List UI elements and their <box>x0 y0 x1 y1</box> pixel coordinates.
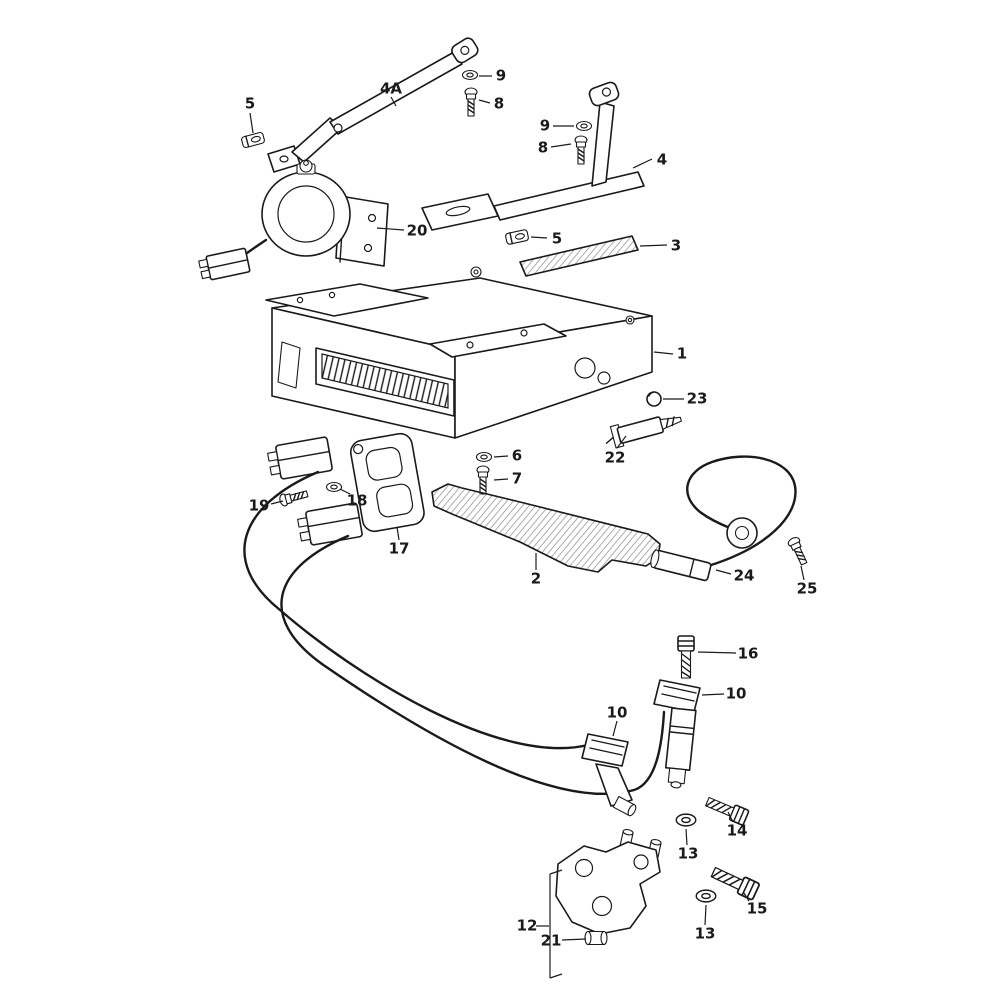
callout-leader-13 <box>685 828 688 846</box>
callout-leader-14 <box>727 811 734 823</box>
part-callout-1: 1 <box>677 345 687 363</box>
part-bar-2 <box>431 483 661 573</box>
part-actuator-20 <box>198 159 389 281</box>
ecu-top-stud <box>470 266 482 278</box>
part-washer-18 <box>325 481 343 493</box>
callout-leader-5 <box>249 112 254 134</box>
part-washer-13b <box>695 889 717 903</box>
part-plug-23 <box>646 391 662 407</box>
part-sensor-22 <box>605 416 682 449</box>
callout-leader-13 <box>704 904 707 926</box>
part-callout-20: 20 <box>407 222 428 240</box>
part-bushing-21 <box>584 930 608 946</box>
part-gasket-17 <box>349 432 425 533</box>
part-screw-7 <box>476 465 490 495</box>
harness-cable-b <box>280 534 666 796</box>
part-washer-9b <box>575 120 593 132</box>
part-connector-block-a <box>265 435 334 482</box>
callout-leader-8 <box>478 99 491 104</box>
callout-leader-3 <box>639 244 668 247</box>
part-callout-7: 7 <box>512 470 522 488</box>
part-callout-9: 9 <box>540 117 550 135</box>
callout-leader-5 <box>530 236 548 239</box>
callout-leader-17 <box>396 526 400 541</box>
ecu-port-small <box>597 371 611 385</box>
part-callout-14: 14 <box>727 822 748 840</box>
part-callout-15: 15 <box>747 900 768 918</box>
part-callout-22: 22 <box>605 449 626 467</box>
callout-leader-8 <box>550 143 572 148</box>
part-callout-10: 10 <box>607 704 628 722</box>
callout-leader-18 <box>339 488 351 495</box>
callout-leader-15 <box>743 892 750 902</box>
callout-leader-24 <box>715 569 732 575</box>
ecu-clamp <box>277 341 301 389</box>
ecu-connector-pins <box>321 353 449 409</box>
part-callout-16: 16 <box>738 645 759 663</box>
part-bracket-12 <box>555 829 662 935</box>
harness-cable-a <box>243 470 590 750</box>
part-bolt-15 <box>708 863 761 902</box>
part-sensor-10-right <box>653 679 701 789</box>
part-callout-17: 17 <box>389 540 410 558</box>
part-callout-12: 12 <box>517 917 538 935</box>
part-callout-24: 24 <box>734 567 755 585</box>
part-washer-13a <box>675 813 697 827</box>
part-callout-13: 13 <box>695 925 716 943</box>
part-callout-25: 25 <box>797 580 818 598</box>
part-washer-9a <box>461 69 479 81</box>
part-callout-9: 9 <box>496 67 506 85</box>
callout-leader-19 <box>270 500 284 505</box>
callout-leader-21 <box>561 938 587 941</box>
part-callout-19: 19 <box>249 497 270 515</box>
part-callout-21: 21 <box>541 932 562 950</box>
callout-leader-7 <box>493 478 509 481</box>
callout-leader-25 <box>800 565 805 581</box>
callout-leader-1 <box>653 351 674 355</box>
part-bolt-16 <box>677 635 695 679</box>
part-callout-4: 4 <box>657 151 667 169</box>
part-washer-6 <box>475 451 493 463</box>
callout-leader-6 <box>493 455 509 458</box>
part-callout-8: 8 <box>538 139 548 157</box>
actuator-connector <box>198 247 251 281</box>
part-callout-18: 18 <box>347 492 368 510</box>
part-screw-25 <box>786 535 811 567</box>
part-bracket-4a <box>267 37 479 173</box>
part-clip-5b <box>504 228 530 246</box>
callout-leader-16 <box>697 651 737 654</box>
ecu-mount-plate <box>429 323 567 358</box>
callout-leader-4 <box>632 158 653 169</box>
ecu-lid-plate <box>265 283 429 317</box>
callout-leader-10 <box>701 693 725 696</box>
part-callout-13: 13 <box>678 845 699 863</box>
part-callout-8: 8 <box>494 95 504 113</box>
bracket-12-dimension <box>549 869 563 979</box>
part-callout-5: 5 <box>245 95 255 113</box>
part-callout-5: 5 <box>552 230 562 248</box>
part-callout-10: 10 <box>726 685 747 703</box>
callout-leader-22 <box>616 435 627 449</box>
part-bracket-4 <box>421 81 645 231</box>
part-callout-2: 2 <box>531 570 541 588</box>
part-control-unit-1 <box>265 277 653 439</box>
part-strip-3 <box>519 235 639 277</box>
part-sensor-10-left <box>581 733 637 817</box>
part-callout-4A: 4A <box>380 80 402 98</box>
part-screw-8a <box>464 87 478 117</box>
ecu-port-large <box>574 357 596 379</box>
callout-leader-20 <box>376 227 405 231</box>
part-clip-5a <box>240 131 266 149</box>
callout-layer: 5 4A 9 8 9 8 4 20 5 3 1 23 22 6 7 19 18 17 2 24 25 16 10 10 14 13… <box>245 67 818 950</box>
callout-leader-4A <box>390 96 397 107</box>
part-callout-23: 23 <box>687 390 708 408</box>
part-cable-sensor-24 <box>650 455 797 582</box>
part-callout-6: 6 <box>512 447 522 465</box>
callout-leader-10 <box>612 720 618 737</box>
part-screw-8b <box>574 135 588 165</box>
part-callout-3: 3 <box>671 237 681 255</box>
